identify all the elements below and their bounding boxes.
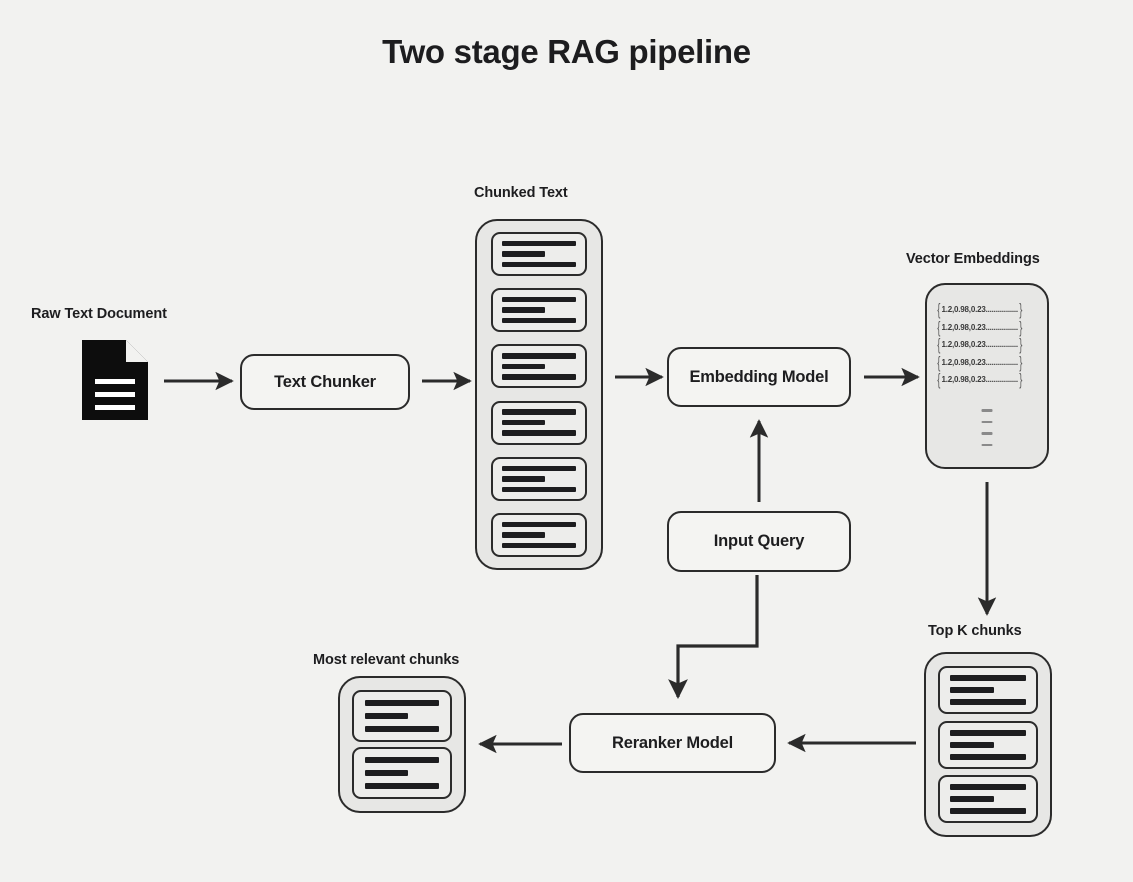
chunk-text-bar: [502, 374, 576, 380]
open-brace: {: [937, 335, 941, 354]
chunk-text-bar: [950, 741, 995, 748]
chunk-text-bar: [950, 784, 1026, 790]
chunk-text-bar: [950, 699, 1026, 705]
chunk-item: [491, 344, 587, 389]
chunk-item: [938, 666, 1038, 714]
chunk-item: [938, 720, 1038, 769]
chunk-text-bar: [365, 699, 439, 707]
chunk-text-bar: [502, 542, 576, 549]
most-relevant-chunks-stack: [338, 676, 466, 813]
chunk-text-bar: [365, 725, 439, 733]
node-embedding-model-label: Embedding Model: [689, 367, 829, 386]
node-input-query-label: Input Query: [713, 532, 805, 550]
ellipsis-dash: [981, 420, 993, 423]
node-text-chunker-label: Text Chunker: [274, 372, 376, 391]
chunk-text-bar: [502, 532, 545, 538]
node-input-query[interactable]: Input Query: [667, 511, 851, 572]
vector-values-text: 1.2,0.98,0.23................: [941, 375, 1018, 384]
top-k-chunks-stack: [924, 652, 1052, 837]
close-brace: }: [1019, 370, 1023, 389]
chunk-text-bar: [502, 317, 576, 324]
chunk-item: [352, 747, 452, 799]
vector-embedding-row: {1.2,0.98,0.23................}: [936, 336, 1023, 353]
vector-values-text: 1.2,0.98,0.23................: [941, 340, 1018, 349]
chunk-text-bar: [365, 756, 439, 764]
ellipsis-dash: [981, 409, 993, 412]
open-brace: {: [937, 300, 941, 319]
chunk-text-bar: [950, 729, 1026, 736]
chunk-text-bar: [365, 769, 408, 777]
page-title: Two stage RAG pipeline: [382, 33, 751, 70]
node-reranker-model-label: Reranker Model: [612, 733, 733, 752]
vector-embedding-row: {1.2,0.98,0.23................}: [936, 319, 1023, 336]
close-brace: }: [1019, 335, 1023, 354]
ellipsis-dash: [981, 432, 993, 435]
chunk-text-bar: [950, 675, 1026, 681]
caption-top-k-chunks: Top K chunks: [928, 623, 1022, 639]
chunk-text-bar: [365, 712, 408, 720]
chunk-text-bar: [502, 261, 576, 268]
chunk-text-bar: [950, 753, 1026, 760]
chunk-text-bar: [950, 687, 995, 693]
chunk-text-bar: [502, 521, 576, 528]
chunk-text-bar: [502, 307, 545, 313]
chunk-text-bar: [502, 465, 576, 471]
chunk-text-bar: [502, 486, 576, 492]
vector-values-text: 1.2,0.98,0.23................: [941, 357, 1018, 367]
vector-values-text: 1.2,0.98,0.23................: [941, 322, 1018, 332]
edge-query-to-reranker: [668, 575, 759, 699]
close-brace: }: [1019, 317, 1023, 337]
open-brace: {: [937, 370, 941, 389]
chunk-text-bar: [950, 808, 1026, 814]
node-reranker-model[interactable]: Reranker Model: [569, 713, 776, 773]
chunk-text-bar: [502, 476, 545, 482]
open-brace: {: [937, 317, 941, 337]
vector-embedding-row: {1.2,0.98,0.23................}: [936, 301, 1023, 318]
open-brace: {: [937, 352, 941, 372]
chunk-item: [491, 288, 587, 333]
chunk-item: [491, 400, 587, 445]
vector-embedding-row: {1.2,0.98,0.23................}: [936, 354, 1023, 371]
chunk-text-bar: [502, 430, 576, 436]
ellipsis-dash: [981, 443, 993, 446]
chunk-text-bar: [502, 409, 576, 415]
vector-embedding-row: {1.2,0.98,0.23................}: [936, 371, 1023, 388]
chunk-item: [491, 456, 587, 501]
chunk-text-bar: [365, 782, 439, 790]
vector-embeddings-panel: {1.2,0.98,0.23................}{1.2,0.98…: [925, 283, 1049, 469]
chunk-text-bar: [502, 251, 545, 257]
close-brace: }: [1019, 352, 1023, 372]
chunk-text-bar: [950, 796, 995, 802]
chunk-text-bar: [502, 296, 576, 303]
close-brace: }: [1019, 300, 1023, 319]
node-text-chunker[interactable]: Text Chunker: [240, 354, 410, 410]
vector-values-text: 1.2,0.98,0.23................: [941, 305, 1018, 314]
chunk-item: [491, 512, 587, 557]
caption-most-relevant-chunks: Most relevant chunks: [313, 652, 460, 668]
chunk-item: [352, 690, 452, 742]
chunk-item: [491, 232, 587, 276]
chunk-text-bar: [502, 419, 545, 426]
chunk-text-bar: [502, 240, 576, 247]
caption-raw-text-document: Raw Text Document: [31, 306, 167, 322]
caption-chunked-text: Chunked Text: [474, 185, 568, 201]
chunk-text-bar: [502, 363, 545, 370]
node-embedding-model[interactable]: Embedding Model: [667, 347, 851, 407]
document-icon: [82, 340, 148, 420]
caption-vector-embeddings: Vector Embeddings: [906, 251, 1040, 267]
chunked-text-stack: [475, 219, 603, 570]
chunk-item: [938, 775, 1038, 823]
chunk-text-bar: [502, 353, 576, 359]
